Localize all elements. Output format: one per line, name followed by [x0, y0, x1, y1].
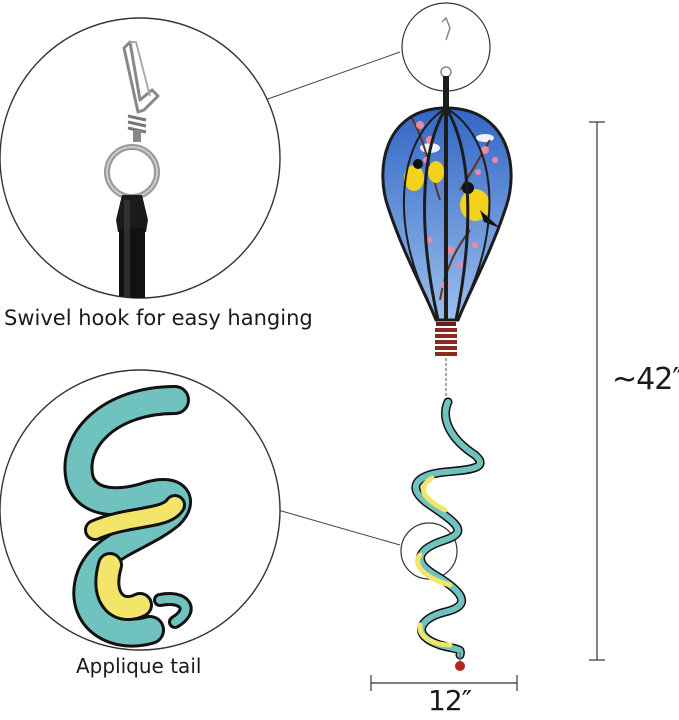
red-bead — [455, 661, 465, 671]
width-dimension — [370, 675, 518, 691]
hook-closeup — [0, 17, 281, 299]
spiral-tail-icon — [411, 397, 485, 671]
hook-caption: Swivel hook for easy hanging — [4, 306, 313, 330]
hot-air-balloon-icon — [381, 16, 513, 400]
tail-caption: Applique tail — [76, 654, 202, 678]
leader-lines — [264, 51, 401, 546]
height-label: ~42″ — [612, 362, 679, 397]
tail-closeup — [0, 369, 281, 651]
height-dimension — [589, 121, 605, 661]
width-label: 12″ — [428, 684, 472, 717]
